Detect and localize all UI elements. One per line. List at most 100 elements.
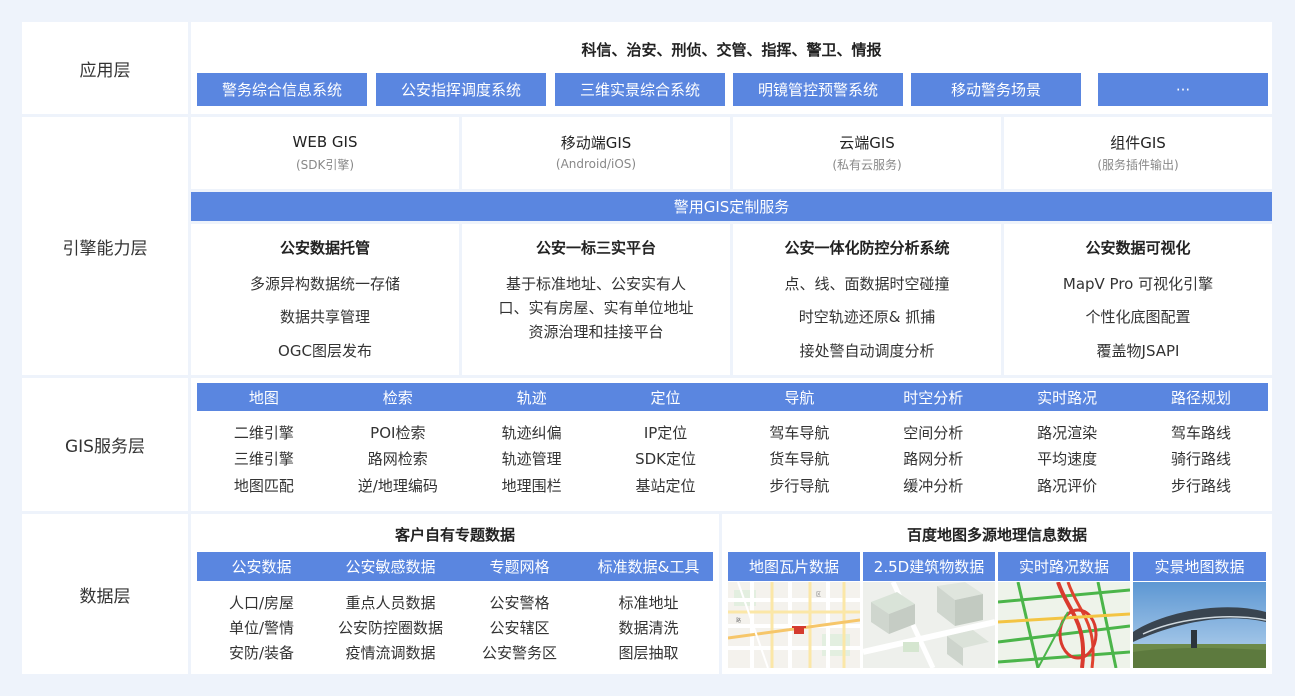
customer-data-item: 图层抽取 [618, 643, 679, 662]
data-header: 实时路况数据 [998, 552, 1130, 581]
gis-type-sub: (服务插件输出) [1097, 157, 1179, 172]
service-title: 公安数据可视化 [1085, 238, 1191, 257]
gis-service-item: SDK定位 [635, 450, 697, 468]
customer-data-item: 单位/警情 [228, 618, 295, 637]
service-title: 公安一体化防控分析系统 [784, 238, 950, 257]
customer-data-item: 公安警格 [489, 593, 550, 612]
gis-service-header: 地图 [248, 388, 279, 407]
gis-service-item: 基站定位 [635, 476, 696, 495]
gis-service-item: 路况渲染 [1037, 423, 1098, 442]
gis-type-cell: WEB GIS (SDK引擎) [191, 117, 459, 189]
customer-data-block: 客户自有专题数据 公安数据人口/房屋单位/警情安防/装备公安敏感数据重点人员数据… [191, 514, 719, 674]
gis-type-title: 云端GIS [839, 133, 895, 152]
engine-layer-content: WEB GIS (SDK引擎) 移动端GIS (Android/iOS) 云端G… [191, 117, 1272, 375]
gis-service-header-bar [197, 383, 1268, 411]
application-layer-heading: 科信、治安、刑侦、交管、指挥、警卫、情报 [581, 40, 882, 59]
system-box: 三维实景综合系统 [555, 73, 725, 106]
gis-service-header: 轨迹 [516, 388, 547, 407]
gis-type-cell: 云端GIS (私有云服务) [733, 117, 1001, 189]
engine-layer-label: 引擎能力层 [22, 117, 188, 375]
service-item: 多源异构数据统一存储 [249, 274, 400, 293]
service-cell: 公安一标三实平台 基于标准地址、公安实有人 口、实有房屋、实有单位地址 资源治理… [462, 224, 730, 375]
engine-layer: 引擎能力层 WEB GIS (SDK引擎) 移动端GIS (Android/iO… [22, 117, 1272, 375]
architecture-diagram: 应用层 科信、治安、刑侦、交管、指挥、警卫、情报 警务综合信息系统 公安指挥调度… [22, 22, 1272, 674]
system-box: 警务综合信息系统 [197, 73, 367, 106]
customer-data-header-bar [197, 552, 713, 581]
gis-service-item: 逆/地理编码 [357, 476, 438, 495]
gis-service-item: 二维引擎 [233, 423, 294, 442]
gis-service-header: 导航 [784, 388, 815, 407]
gis-service-item: 步行路线 [1171, 476, 1232, 495]
customer-data-item: 数据清洗 [618, 618, 679, 637]
customer-data-header: 公安数据 [231, 558, 292, 576]
gis-type-title: 移动端GIS [560, 133, 632, 152]
data-header: 地图瓦片数据 [728, 552, 860, 581]
service-item: 覆盖物JSAPI [1096, 341, 1180, 360]
customer-data-header: 公安敏感数据 [345, 558, 436, 576]
gis-type-sub: (SDK引擎) [295, 157, 355, 172]
service-item: 时空轨迹还原& 抓捕 [798, 307, 936, 326]
svg-text:区: 区 [816, 592, 821, 598]
gis-service-item: 骑行路线 [1171, 450, 1232, 468]
gis-service-item: 路网分析 [903, 450, 964, 468]
service-item: 点、线、面数据时空碰撞 [784, 274, 950, 293]
application-layer-label: 应用层 [22, 22, 188, 114]
system-box: 移动警务场景 [911, 73, 1081, 106]
gis-service-item: 地图匹配 [233, 476, 294, 495]
customer-data-item: 标准地址 [618, 593, 679, 612]
data-layer: 数据层 客户自有专题数据 公安数据人口/房屋单位/警情安防/装备公安敏感数据重点… [22, 514, 1272, 674]
gis-service-item: 地理围栏 [501, 476, 562, 495]
streetview-image [1133, 582, 1266, 668]
gis-service-item: 步行导航 [769, 476, 830, 495]
gis-service-header: 定位 [650, 388, 681, 407]
service-cell: 公安数据可视化 MapV Pro 可视化引擎 个性化底图配置 覆盖物JSAPI [1004, 224, 1272, 375]
customer-data-item: 重点人员数据 [345, 593, 436, 612]
service-item: 数据共享管理 [279, 307, 370, 326]
system-box: 明镜管控预警系统 [733, 73, 903, 106]
gis-service-header: 检索 [382, 388, 413, 407]
customer-data-item: 公安辖区 [489, 618, 550, 637]
service-item: OGC图层发布 [278, 341, 372, 360]
data-header: 实景地图数据 [1133, 552, 1266, 581]
application-layer-content: 科信、治安、刑侦、交管、指挥、警卫、情报 警务综合信息系统 公安指挥调度系统 三… [191, 22, 1272, 114]
map-tile-image: 路 区 [728, 582, 860, 668]
gis-service-item: POI检索 [370, 423, 426, 442]
gis-type-title: WEB GIS [292, 133, 358, 151]
customer-data-item: 安防/装备 [228, 643, 295, 662]
custom-service-banner: 警用GIS定制服务 [191, 192, 1272, 221]
gis-type-sub: (Android/iOS) [555, 157, 637, 171]
gis-service-item: 缓冲分析 [903, 476, 964, 495]
gis-service-item: 三维引擎 [233, 450, 294, 468]
service-item: 个性化底图配置 [1085, 307, 1191, 326]
gis-service-item: 路况评价 [1037, 476, 1098, 495]
baidu-data-block: 百度地图多源地理信息数据 地图瓦片数据 2.5D建筑物数据 实时路况数据 实景地… [722, 514, 1272, 674]
gis-service-item: 空间分析 [903, 423, 964, 442]
baidu-data-title: 百度地图多源地理信息数据 [906, 525, 1087, 544]
gis-service-item: 路网检索 [367, 450, 428, 468]
application-layer: 应用层 科信、治安、刑侦、交管、指挥、警卫、情报 警务综合信息系统 公安指挥调度… [22, 22, 1272, 114]
gis-service-item: 货车导航 [769, 450, 830, 468]
gis-service-header: 时空分析 [903, 388, 964, 407]
service-item: 接处警自动调度分析 [799, 341, 935, 360]
system-box: 公安指挥调度系统 [376, 73, 546, 106]
gis-type-cell: 移动端GIS (Android/iOS) [462, 117, 730, 189]
gis-service-item: 驾车路线 [1171, 423, 1232, 442]
data-header: 2.5D建筑物数据 [863, 552, 995, 581]
customer-data-item: 公安防控圈数据 [337, 618, 443, 637]
service-cell: 公安一体化防控分析系统 点、线、面数据时空碰撞 时空轨迹还原& 抓捕 接处警自动… [733, 224, 1001, 375]
gis-service-header: 实时路况 [1037, 388, 1098, 407]
gis-type-cell: 组件GIS (服务插件输出) [1004, 117, 1272, 189]
customer-data-item: 公安警务区 [481, 643, 557, 662]
gis-service-item: 轨迹纠偏 [501, 423, 562, 442]
service-item: 口、实有房屋、实有单位地址 [498, 298, 694, 317]
service-cell: 公安数据托管 多源异构数据统一存储 数据共享管理 OGC图层发布 [191, 224, 459, 375]
gis-service-header: 路径规划 [1171, 388, 1232, 407]
customer-data-header: 专题网格 [489, 558, 550, 576]
service-item: 资源治理和挂接平台 [528, 322, 664, 341]
service-title: 公安一标三实平台 [535, 238, 656, 257]
system-box-more: ··· [1098, 73, 1268, 106]
service-item: MapV Pro 可视化引擎 [1062, 274, 1214, 293]
data-layer-label: 数据层 [22, 514, 188, 674]
